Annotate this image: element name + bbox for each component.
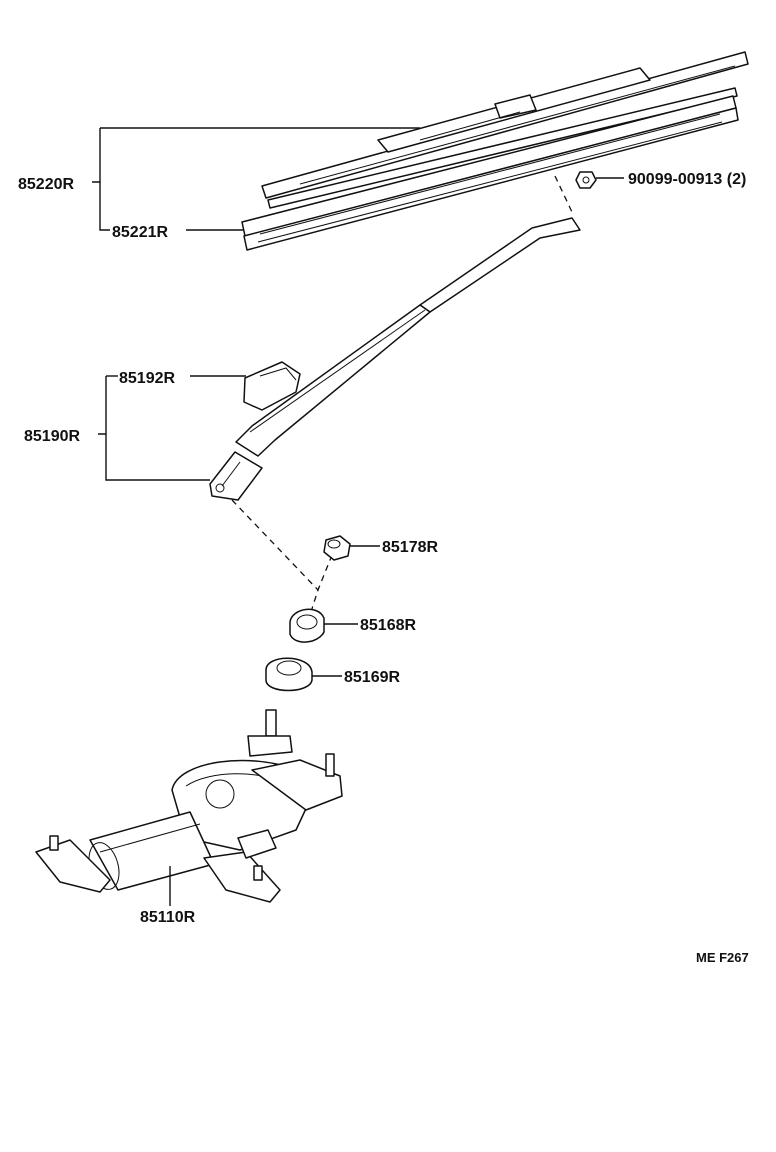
- label-nut: 90099-00913 (2): [628, 171, 746, 188]
- wiper-arm: [209, 217, 581, 501]
- blade-arm-dash: [554, 175, 573, 213]
- wiper-blade-assembly: [261, 51, 749, 209]
- label-motor: 85110R: [140, 909, 196, 926]
- label-grommet: 85169R: [344, 669, 400, 686]
- label-arm-cap: 85192R: [119, 370, 175, 387]
- pivot-cap: [289, 608, 325, 643]
- arm-cap: [243, 361, 301, 411]
- pivot-nut-dash: [309, 554, 333, 616]
- grommet: [265, 657, 313, 692]
- label-blade-assembly: 85220R: [18, 176, 74, 193]
- reference-code: ME F267: [696, 950, 749, 965]
- label-arm-assembly: 85190R: [24, 428, 80, 445]
- arm-pivot-dash: [231, 499, 319, 591]
- label-blade-refill: 85221R: [112, 224, 168, 241]
- label-pivot-cap: 85168R: [360, 617, 416, 634]
- wiper-motor: [35, 709, 343, 903]
- label-pivot-nut: 85178R: [382, 539, 438, 556]
- small-nut: [575, 171, 597, 189]
- pivot-nut: [323, 535, 351, 561]
- blade-refill: [241, 95, 739, 251]
- leader-lines: [92, 127, 624, 906]
